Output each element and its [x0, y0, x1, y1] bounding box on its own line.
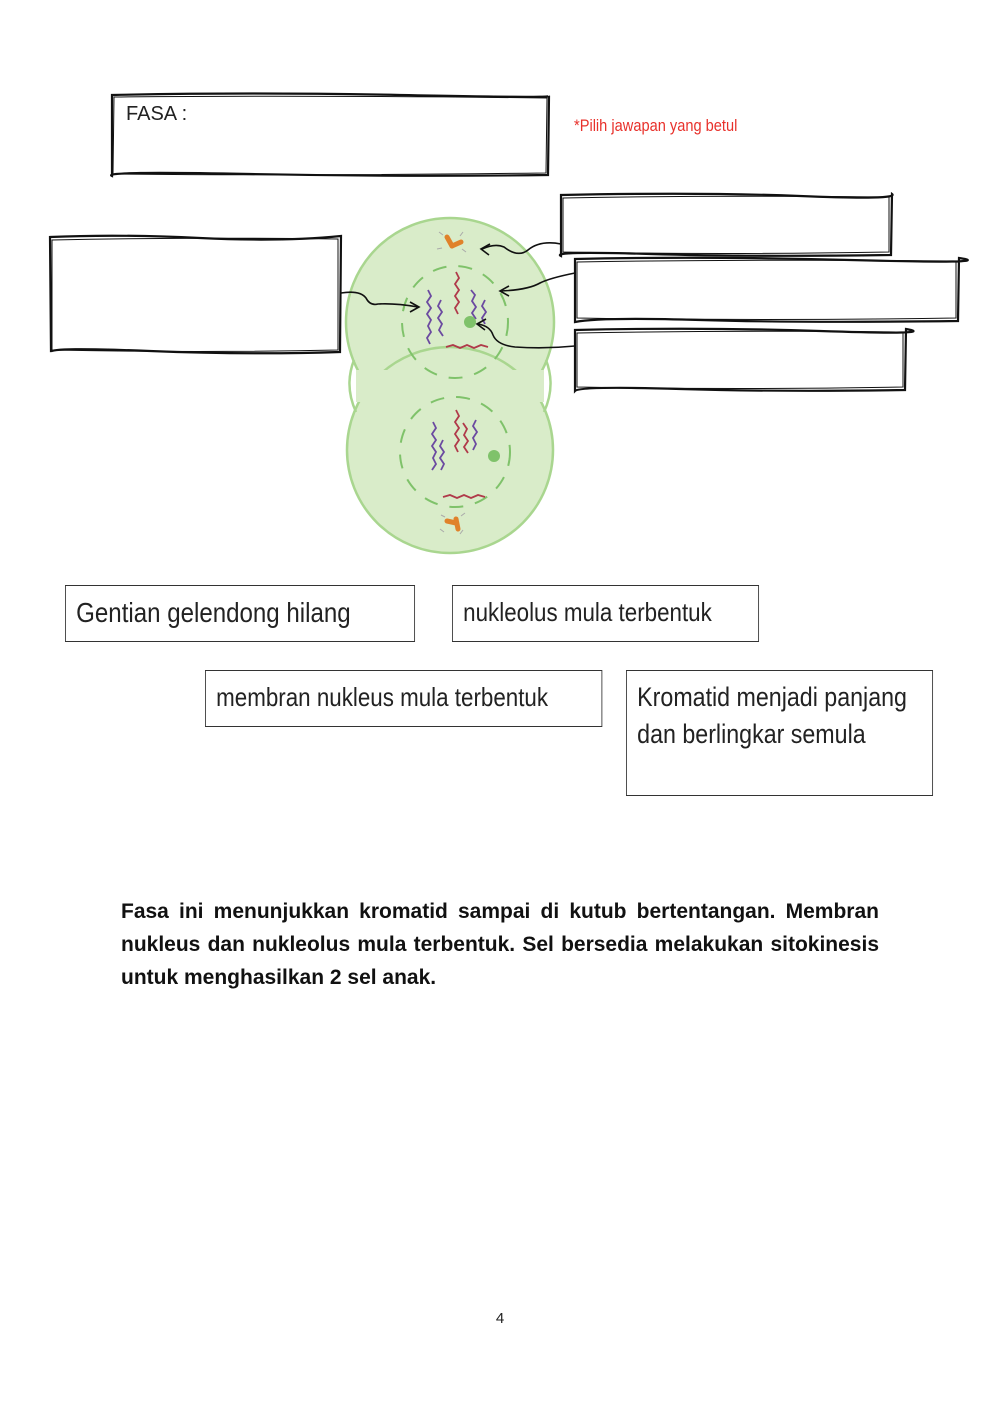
pointer-arrows — [340, 242, 576, 349]
lower-nuclear-envelope — [399, 396, 511, 508]
choice-membran-nukleus-mula-terbentuk[interactable]: membran nukleus mula terbentuk — [205, 670, 603, 727]
fasa-label: FASA : — [126, 103, 188, 125]
upper-nuclear-envelope — [401, 265, 509, 379]
upper-nucleolus — [464, 316, 476, 328]
page-number: 4 — [495, 1310, 505, 1327]
lower-centrosome — [444, 516, 461, 532]
choice-kromatid-menjadi-panjang[interactable]: Kromatid menjadi panjang dan berlingkar … — [626, 670, 934, 796]
lower-chromatids — [430, 409, 486, 499]
description-paragraph: Fasa ini menunjukkan kromatid sampai di … — [121, 900, 879, 989]
instruction-text: *Pilih jawapan yang betul — [574, 116, 738, 135]
choice-gentian-gelendong-hilang[interactable]: Gentian gelendong hilang — [65, 585, 416, 642]
lower-nucleolus — [488, 450, 500, 462]
upper-centrosome — [444, 234, 464, 249]
choice-nukleolus-mula-terbentuk[interactable]: nukleolus mula terbentuk — [452, 585, 760, 642]
